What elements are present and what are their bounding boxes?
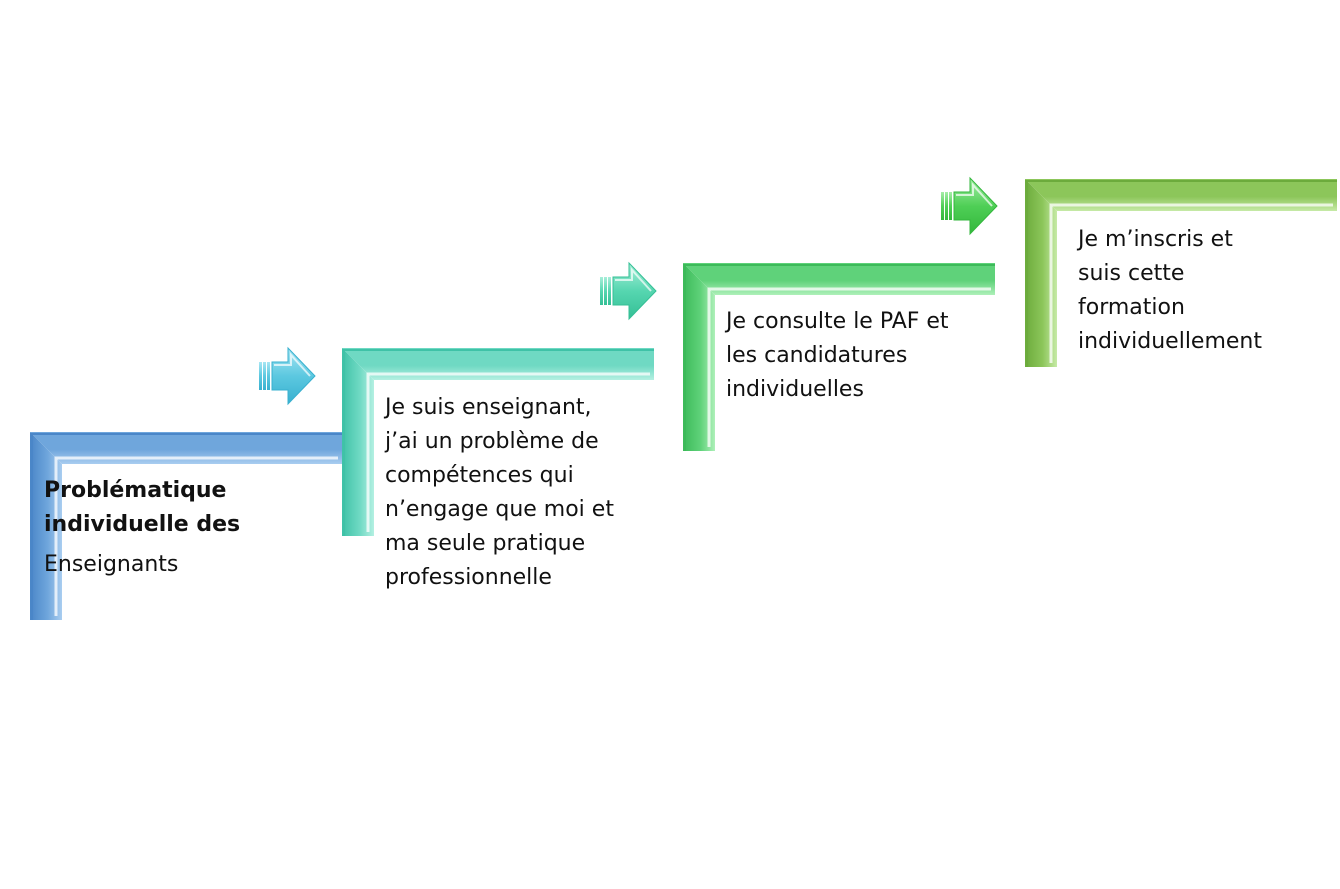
- step-2-frame: [342, 348, 656, 538]
- step-2-line: compétences qui: [385, 463, 574, 488]
- step-1-bracket: [30, 432, 344, 622]
- step-3-line: Je consulte le PAF et: [726, 309, 949, 334]
- step-3-text: Je consulte le PAF et les candidatures ind…: [726, 305, 949, 407]
- step-1-bold-line: Problématique: [44, 478, 227, 503]
- step-2-line: Je suis enseignant,: [385, 395, 592, 420]
- step-4-bracket: [1025, 179, 1339, 369]
- step-4-line: Je m’inscris et: [1078, 227, 1233, 252]
- step-3-bracket: [683, 263, 997, 453]
- step-2-line: ma seule pratique: [385, 531, 586, 556]
- step-4-line: formation: [1078, 295, 1185, 320]
- step-4-line: individuellement: [1078, 329, 1263, 354]
- step-2-line: professionnelle: [385, 565, 552, 590]
- step-3-line: les candidatures: [726, 343, 908, 368]
- step-1-bold-line: individuelle des: [44, 512, 241, 537]
- step-2-text: Je suis enseignant, j’ai un problème de co…: [385, 391, 614, 595]
- step-1-line: Enseignants: [44, 552, 179, 577]
- step-2-line: n’engage que moi et: [385, 497, 614, 522]
- step-4-line: suis cette: [1078, 261, 1185, 286]
- step-1-frame: [30, 432, 344, 622]
- step-3-frame: [683, 263, 997, 453]
- step-2-bracket: [342, 348, 656, 538]
- arrow-3-icon: [940, 176, 998, 236]
- step-3-line: individuelles: [726, 377, 864, 402]
- step-4-frame: [1025, 179, 1339, 369]
- step-2-line: j’ai un problème de: [385, 429, 599, 454]
- step-4-text: Je m’inscris et suis cette formation indivi…: [1078, 223, 1262, 359]
- arrow-1-icon: [258, 346, 316, 406]
- arrow-2-icon: [599, 261, 657, 321]
